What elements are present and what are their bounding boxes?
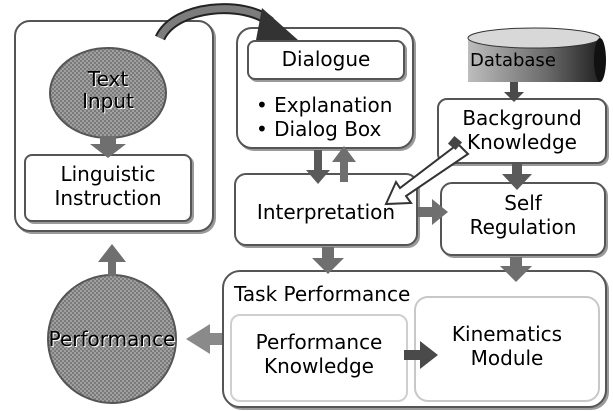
background-knowledge-label: Background Knowledge <box>462 106 582 154</box>
arrow-dialogue-down <box>306 150 330 184</box>
dialogue-title: Dialogue <box>281 47 371 71</box>
explanation-item: • Explanation <box>256 93 393 117</box>
arrow-interp-to-task <box>312 247 344 274</box>
performance-knowledge-label: Performance Knowledge <box>255 330 383 378</box>
performance-knowledge-box <box>230 314 408 402</box>
performance-label: Performance <box>48 327 176 351</box>
kinematics-module-label: Kinematics Module <box>451 322 563 370</box>
linguistic-instruction-label: Linguistic Instruction <box>54 162 162 210</box>
arrow-task-to-performance <box>186 324 222 354</box>
linguistic-instruction-box <box>24 154 192 222</box>
arrow-text-to-linguistic <box>90 136 126 158</box>
arrow-pk-to-kinematics <box>404 341 438 369</box>
self-regulation-label: Self Regulation <box>469 191 577 239</box>
dialog-box-item: • Dialog Box <box>256 117 382 141</box>
dialogue-title-box <box>247 40 405 80</box>
database-cylinder <box>467 27 606 82</box>
task-performance-title: Task Performance <box>234 282 411 306</box>
arrow-interp-to-self <box>418 199 448 225</box>
arrow-self-to-task <box>500 257 532 282</box>
database-label: Database <box>470 50 556 71</box>
arrow-database-down <box>504 82 524 102</box>
arrow-bk-to-self <box>502 164 532 190</box>
text-input-label: Text Input <box>82 67 134 113</box>
arrow-performance-up <box>98 244 126 276</box>
hollow-arrow-bk-to-interpretation <box>384 142 470 206</box>
arrow-interpretation-up <box>332 146 356 182</box>
interpretation-label: Interpretation <box>256 200 396 224</box>
kinematics-module-box <box>414 296 600 402</box>
